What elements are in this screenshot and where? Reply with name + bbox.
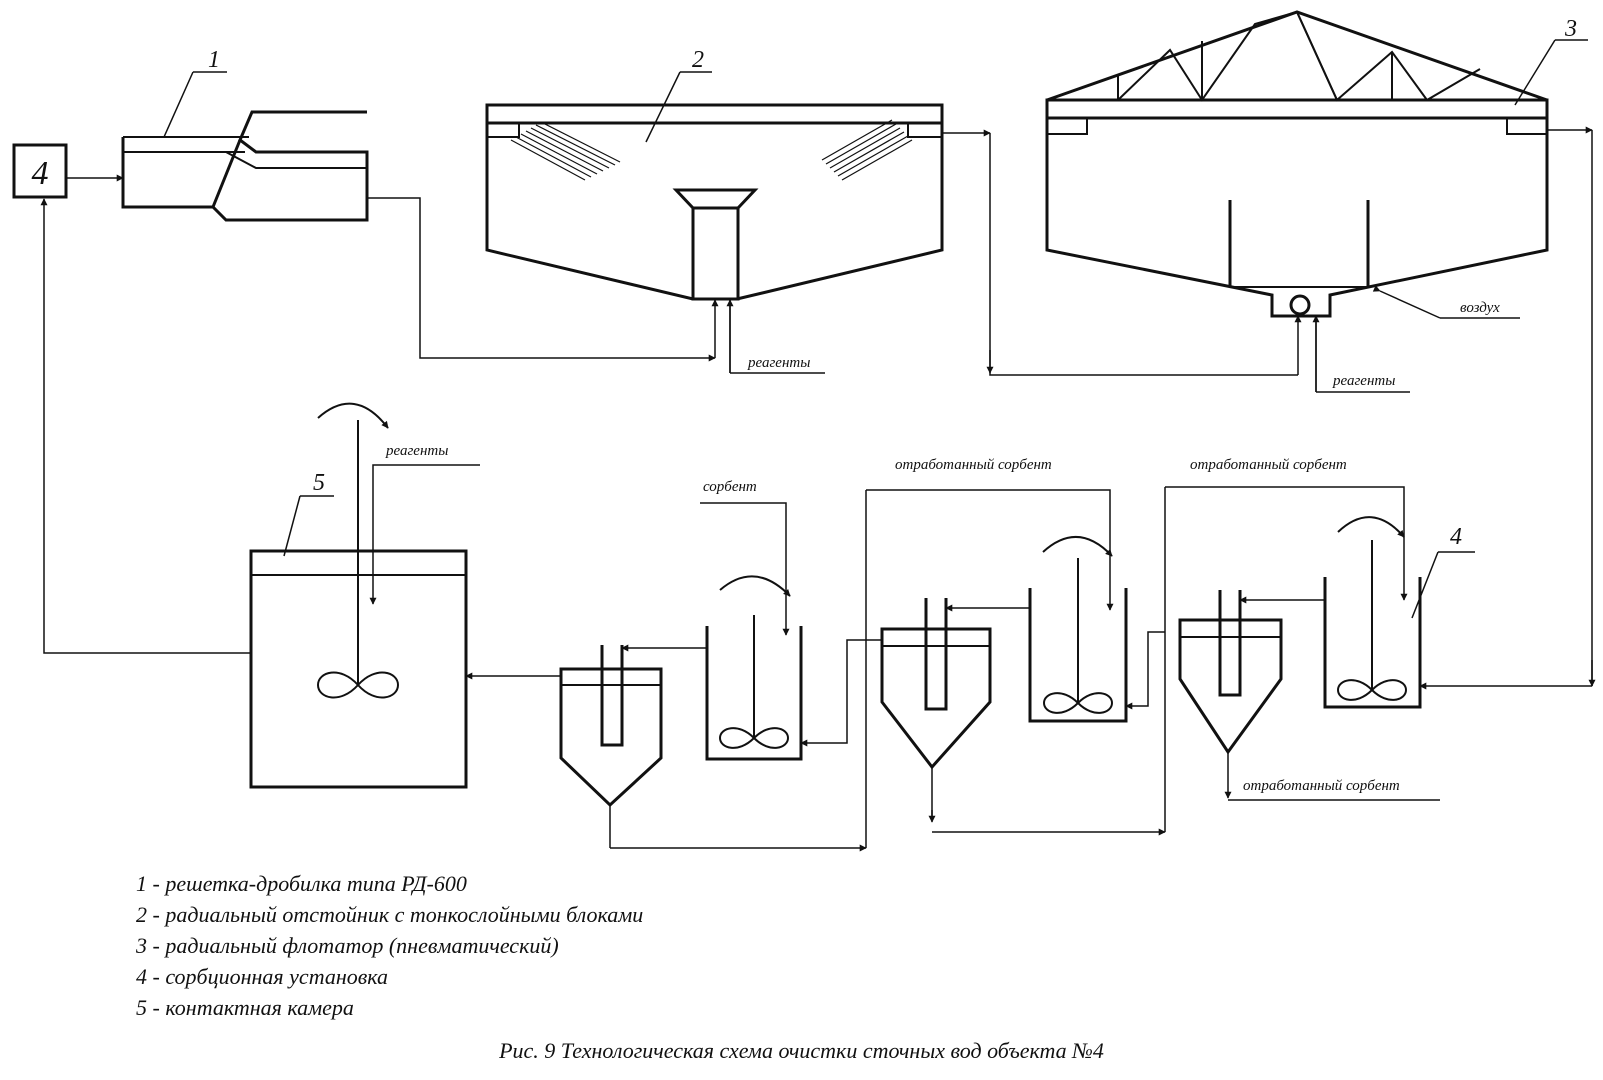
unit-3-radial-flotator: 3 воздух реагенты [1045,10,1588,393]
spent-sorbent-label-3: отработанный сорбент [1243,778,1400,794]
unit-2-number: 2 [692,47,704,73]
unit-1-number: 1 [208,47,220,73]
air-label: воздух [1460,300,1500,316]
thin-layer-block-right [821,119,913,181]
legend-item-2: 2 - радиальный отстойник с тонкослойными… [136,902,644,927]
legend-item-4: 4 - сорбционная установка [136,964,389,989]
settler-b: отработанный сорбент [800,457,1166,848]
mixer-a: сорбент [621,479,803,761]
reagents-label-3: реагенты [1332,373,1395,389]
sorbent-label: сорбент [703,479,757,495]
unit-4-number: 4 [1450,524,1462,550]
unit-2-radial-settler: 2 реагенты [485,47,944,374]
spent-sorbent-label-2: отработанный сорбент [1190,457,1347,473]
legend-item-1: 1 - решетка-дробилка типа РД-600 [136,871,467,896]
unit-1-grate-crusher: 1 [121,47,369,222]
return-line-to-unit-4 [40,198,251,654]
legend-item-3: 3 - радиальный флотатор (пневматический) [136,933,559,958]
unit-5-contact-chamber: реагенты 5 [249,402,480,789]
unit-3-number: 3 [1564,16,1577,42]
settler-a [465,645,867,852]
reagents-label-2: реагенты [747,355,810,371]
unit-4-box: 4 [12,143,68,199]
spent-sorbent-label-1: отработанный сорбент [895,457,1052,473]
unit-4-box-label: 4 [32,155,49,192]
unit-5-number: 5 [313,470,325,496]
upper-flow-lines [66,126,1596,690]
mixer-b [945,536,1165,723]
mixer-c: 4 [1239,516,1475,709]
legend: 1 - решетка-дробилка типа РД-600 2 - рад… [136,868,643,1023]
settler-c: отработанный сорбент отработанный сорбен… [1164,457,1440,832]
thin-layer-block-left [510,121,621,181]
reagents-label-5: реагенты [385,443,448,459]
figure-caption: Рис. 9 Технологическая схема очистки сто… [499,1038,1104,1063]
legend-item-5: 5 - контактная камера [136,995,354,1020]
